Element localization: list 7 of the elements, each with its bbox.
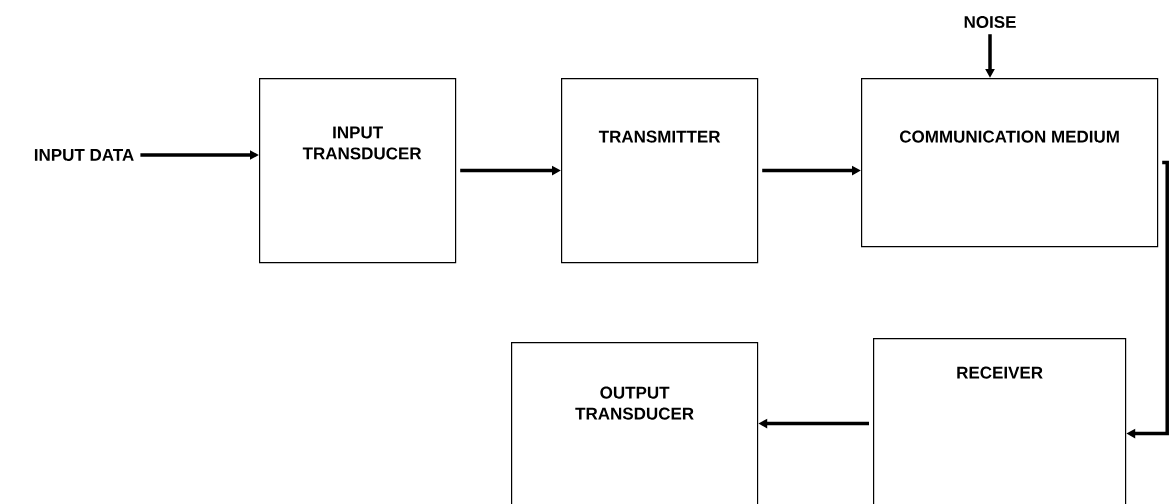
process-box: OUTPUT TRANSDUCER [511,342,759,504]
input-label: INPUT DATA [34,149,134,161]
process-box: INPUT TRANSDUCER [259,78,457,264]
process-box: TRANSMITTER [561,78,759,264]
process-box: COMMUNICATION MEDIUM [861,78,1159,248]
input-label: NOISE [964,16,1016,29]
process-box: RECEIVER [873,338,1127,504]
